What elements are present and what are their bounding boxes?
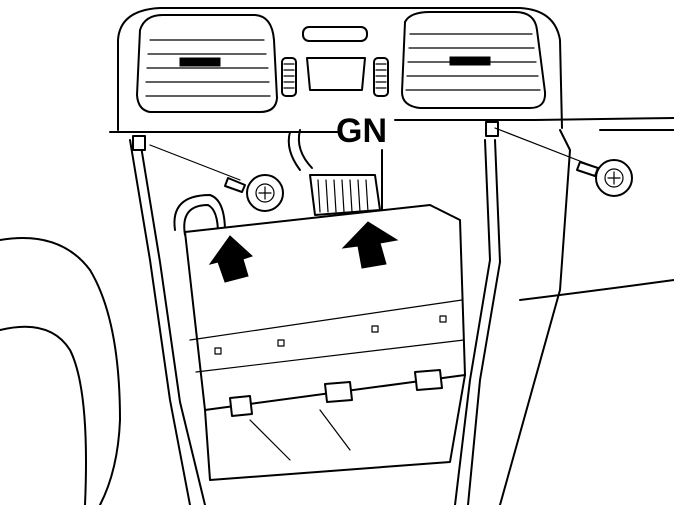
console-bezel bbox=[129, 129, 571, 505]
cavity-wiring bbox=[173, 129, 313, 236]
callout-label: GN bbox=[336, 112, 387, 150]
left-air-vent-icon bbox=[136, 13, 278, 113]
screw-icon bbox=[149, 144, 284, 212]
wiring-connector-icon bbox=[309, 174, 381, 216]
radio-panel bbox=[184, 204, 466, 481]
arrow-up-icon bbox=[208, 235, 253, 283]
mounting-clip-left bbox=[132, 135, 146, 151]
screw-icon bbox=[494, 127, 633, 197]
dashboard-upper-housing bbox=[109, 7, 674, 133]
right-air-vent-icon bbox=[401, 11, 547, 109]
arrow-up-icon bbox=[341, 221, 399, 269]
center-controls bbox=[281, 26, 389, 97]
door-outline-right bbox=[519, 129, 674, 301]
seat-outline-left bbox=[0, 237, 121, 505]
